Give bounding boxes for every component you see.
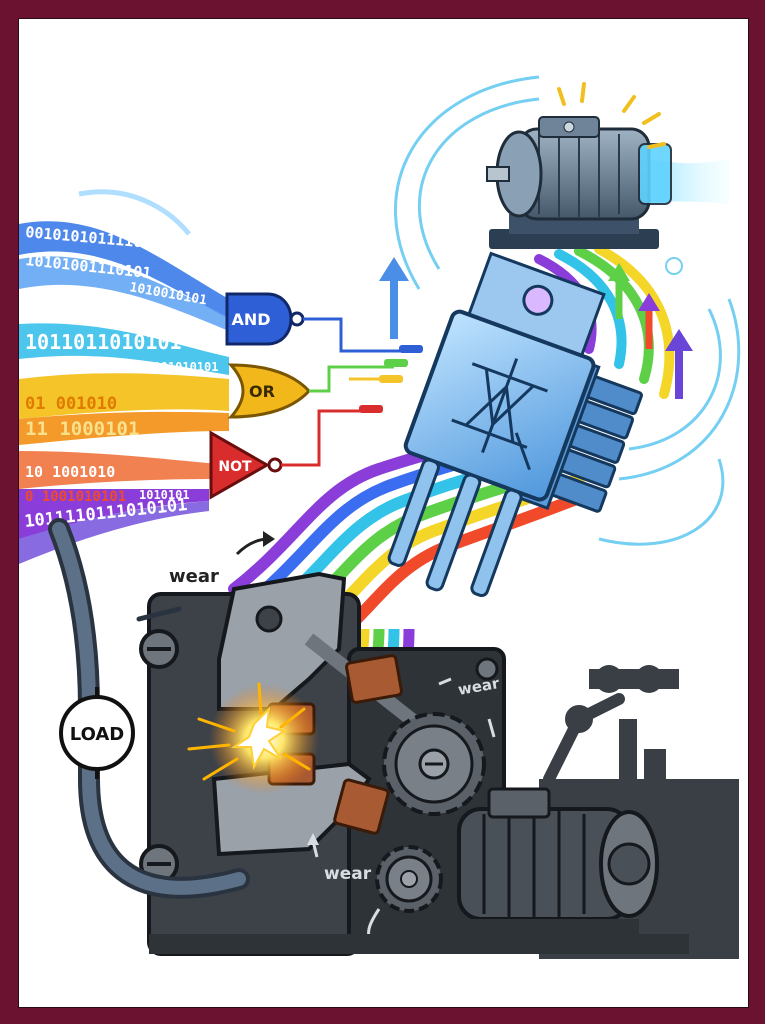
up-arrows [379, 257, 693, 399]
wear-label-top: wear [169, 566, 219, 587]
spark-icon [187, 682, 319, 794]
up-arrow-icon [608, 263, 630, 281]
wear-label-bottom: wear [324, 864, 372, 884]
relay-contactor-icon[interactable] [139, 571, 506, 956]
power-transistor-icon[interactable] [362, 248, 669, 633]
bits-purple-1: 0 1001010101 [25, 489, 126, 505]
illustration-canvas: 0010101011110 10101001110101 1010010101 … [18, 18, 749, 1008]
up-arrow-icon [638, 293, 660, 311]
bits-orange-1: 10 1001010 [25, 463, 115, 481]
stream-swirl [78, 189, 191, 236]
load-cable [48, 518, 250, 899]
bits-cyan-2: 10101010101 [139, 360, 218, 374]
gear-icon [382, 712, 486, 816]
or-label: OR [249, 382, 275, 401]
not-label: NOT [218, 459, 252, 475]
or-gate-icon[interactable]: OR [227, 363, 312, 419]
up-arrow-icon [665, 329, 693, 351]
bits-purple-3: 1010101 [139, 488, 190, 502]
gear-icon [375, 845, 443, 913]
and-gate-icon[interactable]: AND [225, 292, 305, 346]
up-arrow-icon [379, 257, 409, 281]
illustration: 0010101011110 10101001110101 1010010101 … [19, 75, 741, 959]
data-streams [19, 221, 229, 564]
electric-motor-icon [486, 82, 729, 249]
not-gate-icon[interactable]: NOT [209, 430, 283, 500]
field-rings [393, 75, 741, 546]
load-symbol-icon: LOAD [59, 687, 135, 779]
and-label: AND [231, 310, 270, 329]
gate-wires [281, 317, 423, 467]
factory-motor-icon [149, 787, 689, 954]
bits-cyan-1: 1011011010101 [25, 330, 182, 354]
robot-arm-icon [543, 693, 625, 785]
bits-yellow-1: 01 001010 [25, 394, 117, 414]
bits-yellow-2: 11 1000101 [25, 418, 139, 440]
load-label: LOAD [70, 724, 125, 745]
